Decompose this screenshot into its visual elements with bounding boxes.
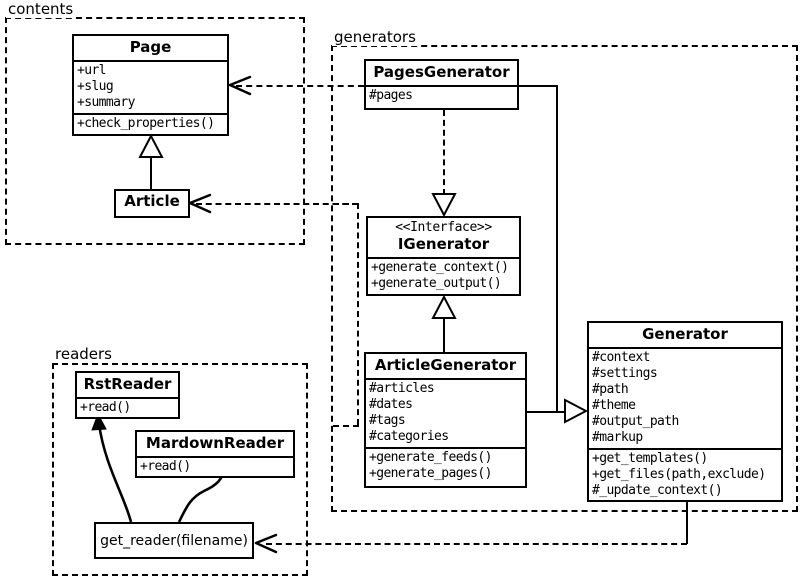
attribute-row: #dates: [369, 397, 413, 413]
assoc-pagesgen-to-generator-h1: [518, 85, 558, 87]
class-pages-generator-title: PagesGenerator: [373, 63, 510, 81]
dependency-generator-to-get-reader: [266, 543, 687, 545]
class-igenerator-name: IGenerator: [397, 234, 490, 253]
class-article[interactable]: Article: [114, 189, 190, 218]
class-rst-reader-title: RstReader: [83, 375, 172, 393]
attribute-row: +url: [77, 63, 107, 79]
operation-row: +get_files(path,exclude): [592, 467, 766, 483]
class-rst-reader-operations: +read(): [77, 397, 178, 418]
generalization-article-page-stem: [150, 155, 152, 190]
readers-package-label: readers: [53, 345, 114, 363]
generators-inner-bracket-bottom: [333, 425, 359, 427]
attribute-row: #pages: [369, 88, 413, 104]
attribute-row: #tags: [369, 413, 406, 429]
generators-inner-bracket-line: [357, 203, 359, 425]
attribute-row: #theme: [592, 398, 636, 414]
operation-row: +check_properties(): [77, 116, 215, 132]
generator-bottom-stem: [686, 500, 688, 544]
class-pages-generator[interactable]: PagesGenerator #pages: [364, 59, 519, 110]
operation-row: #_update_context(): [592, 483, 723, 499]
class-igenerator-operations: +generate_context() +generate_output(): [368, 257, 519, 294]
attribute-row: #output_path: [592, 414, 679, 430]
class-page-title: Page: [129, 38, 172, 56]
attribute-row: #path: [592, 382, 629, 398]
class-page-attributes: +url +slug +summary: [74, 60, 227, 113]
attribute-row: #markup: [592, 430, 643, 446]
class-article-generator-operations: +generate_feeds() +generate_pages(): [366, 447, 525, 484]
class-igenerator-stereotype: <<Interface>>: [395, 220, 492, 235]
class-article-generator-attributes: #articles #dates #tags #categories: [366, 378, 525, 447]
attribute-row: #categories: [369, 429, 449, 445]
class-article-title: Article: [124, 192, 180, 210]
class-pages-generator-attributes: #pages: [366, 85, 517, 106]
generators-package: [331, 45, 798, 512]
class-page-operations: +check_properties(): [74, 113, 227, 134]
attribute-row: +slug: [77, 79, 114, 95]
class-generator[interactable]: Generator #context #settings #path #them…: [587, 321, 783, 502]
assoc-pagesgen-to-generator-h2: [556, 411, 572, 413]
class-generator-operations: +get_templates() +get_files(path,exclude…: [589, 448, 781, 501]
generators-package-label: generators: [332, 28, 418, 46]
operation-row: +read(): [80, 400, 131, 416]
operation-row: +get_templates(): [592, 451, 708, 467]
operation-row: +generate_context(): [371, 260, 509, 276]
contents-package-label: contents: [6, 0, 76, 18]
class-rst-reader[interactable]: RstReader +read(): [75, 371, 180, 419]
class-generator-attributes: #context #settings #path #theme #output_…: [589, 347, 781, 448]
class-article-generator-title: ArticleGenerator: [374, 356, 517, 374]
operation-row: +generate_feeds(): [369, 450, 492, 466]
realization-pagesgen-igenerator-stem: [443, 110, 445, 195]
dependency-articlegen-to-article: [196, 203, 358, 205]
class-mardown-reader-operations: +read(): [137, 456, 293, 477]
operation-row: +generate_output(): [371, 276, 502, 292]
attribute-row: #articles: [369, 381, 435, 397]
class-mardown-reader[interactable]: MardownReader +read(): [135, 430, 295, 478]
operation-row: +generate_pages(): [369, 466, 492, 482]
attribute-row: #context: [592, 350, 650, 366]
function-get-reader-label: get_reader(filename): [100, 532, 248, 549]
class-generator-title: Generator: [642, 325, 728, 343]
dependency-pagesgen-to-page: [236, 85, 364, 87]
function-get-reader[interactable]: get_reader(filename): [94, 522, 254, 559]
attribute-row: +summary: [77, 95, 135, 111]
generalization-articlegen-igenerator-stem: [443, 316, 445, 352]
assoc-pagesgen-to-generator-v: [556, 85, 558, 413]
class-igenerator[interactable]: <<Interface>> IGenerator +generate_conte…: [366, 216, 521, 296]
class-article-generator[interactable]: ArticleGenerator #articles #dates #tags …: [364, 352, 527, 488]
readers-package: [52, 363, 308, 576]
contents-package: [5, 17, 305, 245]
class-page[interactable]: Page +url +slug +summary +check_properti…: [72, 34, 229, 136]
class-mardown-reader-title: MardownReader: [145, 434, 285, 452]
operation-row: +read(): [140, 459, 191, 475]
assoc-articlegen-to-generator-h: [525, 411, 558, 413]
class-igenerator-title: <<Interface>> IGenerator: [368, 218, 519, 257]
attribute-row: #settings: [592, 366, 658, 382]
